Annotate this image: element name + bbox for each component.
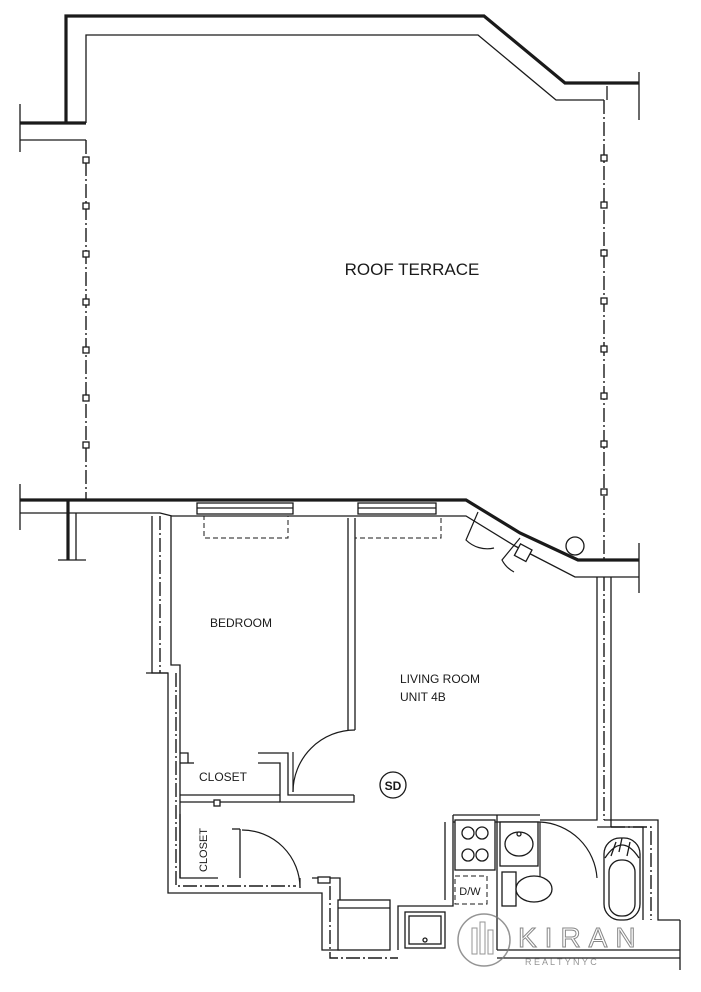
smoke-detector-label: SD bbox=[385, 779, 402, 793]
watermark: KIRAN R E A L T Y N Y C bbox=[457, 913, 644, 967]
kitchen bbox=[337, 819, 496, 951]
bedroom-label: BEDROOM bbox=[210, 616, 272, 630]
stove bbox=[454, 819, 496, 871]
terrace-label: ROOF TERRACE bbox=[345, 260, 480, 279]
unit-label: UNIT 4B bbox=[400, 690, 446, 704]
terrace-rail-posts bbox=[82, 154, 608, 496]
dishwasher-outline bbox=[454, 875, 488, 905]
terrace-outline bbox=[19, 14, 640, 560]
watermark-logo-icon bbox=[457, 913, 511, 967]
terrace-door bbox=[465, 511, 585, 573]
unit-walls bbox=[146, 516, 681, 970]
toilet-tank bbox=[501, 871, 517, 907]
exterior-wall bbox=[19, 484, 640, 593]
side-closet-label: CLOSET bbox=[198, 828, 210, 872]
closet-label: CLOSET bbox=[199, 770, 248, 784]
watermark-logo-text: KIRAN bbox=[518, 922, 644, 953]
dishwasher-label: D/W bbox=[459, 886, 481, 898]
windows bbox=[196, 502, 442, 539]
room-labels: ROOF TERRACE BEDROOM LIVING ROOM UNIT 4B… bbox=[198, 260, 480, 872]
smoke-detector: SD bbox=[379, 771, 407, 799]
interior-doors bbox=[241, 729, 598, 889]
toilet-bowl bbox=[515, 875, 553, 903]
bathroom bbox=[499, 821, 641, 921]
living-room-label: LIVING ROOM bbox=[400, 672, 480, 686]
watermark-tagline: R E A L T Y N Y C bbox=[525, 957, 597, 967]
